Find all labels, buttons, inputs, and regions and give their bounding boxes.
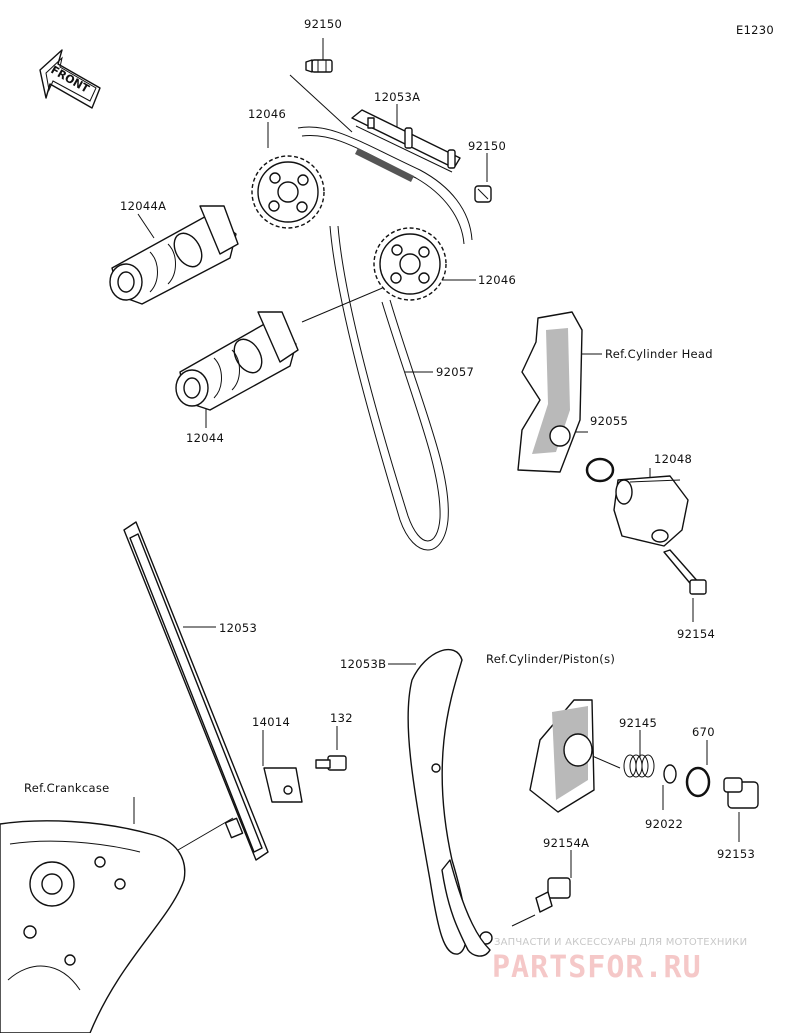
camshaft-12044A <box>109 205 239 305</box>
bracket-14014 <box>263 767 303 803</box>
label-92055: 92055 <box>590 414 629 428</box>
label-132: 132 <box>330 711 353 725</box>
label-670: 670 <box>692 725 715 739</box>
label-92153: 92153 <box>717 847 756 861</box>
label-12048: 12048 <box>654 452 693 466</box>
bolt-92150-right <box>474 185 492 203</box>
bolt-132 <box>315 755 347 771</box>
label-92057: 92057 <box>436 365 475 379</box>
label-12044A: 12044A <box>120 199 167 213</box>
chain-guide-12053 <box>123 521 269 861</box>
label-92150-top: 92150 <box>304 17 343 31</box>
sprocket-12046-mid <box>373 227 447 301</box>
tensioner-12048 <box>613 475 689 547</box>
camshaft-12044 <box>175 311 299 411</box>
label-12053: 12053 <box>219 621 258 635</box>
label-14014: 14014 <box>252 715 291 729</box>
cylinder-head-ref <box>517 311 583 473</box>
watermark-logo: PARTSFOR.RU <box>492 950 702 985</box>
bolt-92150-top <box>305 59 333 73</box>
upper-chain-run <box>297 126 473 245</box>
label-12046-top: 12046 <box>248 107 287 121</box>
sprocket-12046-top <box>251 155 325 229</box>
watermark-tagline: ЗАПЧАСТИ И АКСЕССУАРЫ ДЛЯ МОТОТЕХНИКИ <box>494 937 748 948</box>
diagram-code: E1230 <box>736 23 775 37</box>
label-92022: 92022 <box>645 817 684 831</box>
label-12053B: 12053B <box>340 657 387 671</box>
label-92150-right: 92150 <box>468 139 507 153</box>
bolt-92154A <box>535 877 571 913</box>
label-12053A: 12053A <box>374 90 421 104</box>
label-92154A: 92154A <box>543 836 590 850</box>
chain-guide-12053B <box>407 649 493 957</box>
cam-chain-92057 <box>329 225 449 551</box>
cylinder-piston-ref <box>529 699 595 813</box>
plug-92153 <box>723 777 759 809</box>
label-92145: 92145 <box>619 716 658 730</box>
crankcase-ref <box>0 820 186 1033</box>
washer-92022 <box>663 764 677 784</box>
spring-92145 <box>623 754 655 778</box>
o-ring-670 <box>685 766 711 798</box>
chain-guide-12053A <box>351 109 461 173</box>
label-ref-cylinder-piston: Ref.Cylinder/Piston(s) <box>486 652 616 666</box>
front-arrow-icon <box>39 49 101 109</box>
o-ring-92055 <box>585 457 615 483</box>
label-ref-crankcase: Ref.Crankcase <box>24 781 110 795</box>
label-92154: 92154 <box>677 627 716 641</box>
bolt-92154 <box>663 549 707 595</box>
label-12046-mid: 12046 <box>478 273 517 287</box>
label-ref-cylinder-head: Ref.Cylinder Head <box>605 347 713 361</box>
label-12044: 12044 <box>186 431 225 445</box>
